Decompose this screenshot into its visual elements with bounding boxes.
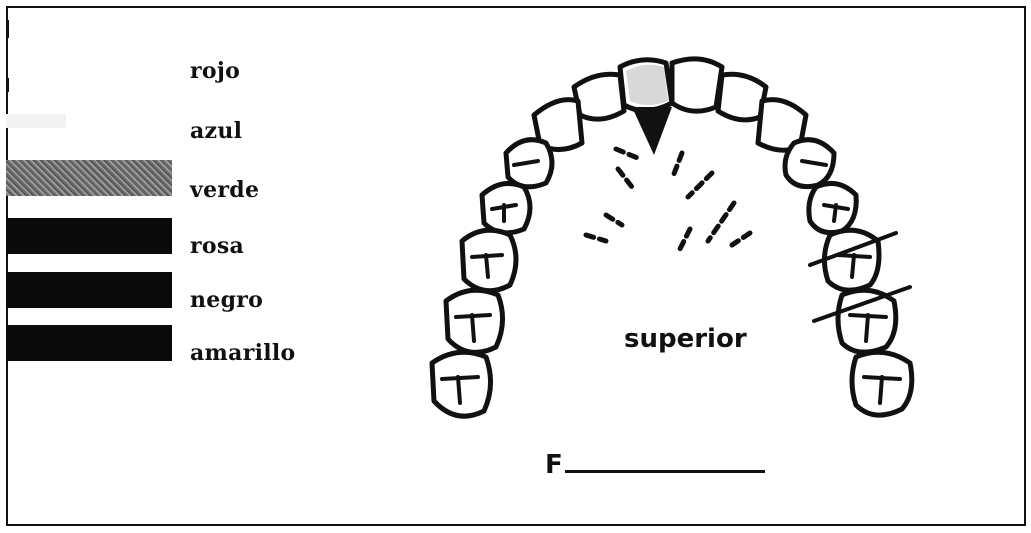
legend-swatch-amarillo [6,325,172,361]
legend-swatch-verde [6,160,172,196]
palatal-ruga [680,229,690,249]
signature-prefix: F [545,450,563,480]
palatal-ruga [616,149,640,159]
legend-label-rosa: rosa [190,233,244,259]
palatal-ruga [708,203,734,241]
palatal-ruga [672,153,682,179]
arch-title: superior [624,324,747,354]
legend-label-verde: verde [190,177,259,203]
legend-label-rojo: rojo [190,58,240,84]
frame-mark [6,78,9,92]
legend-swatch-negro [6,272,172,308]
frame-mark [6,20,9,38]
tooth-central-incisor-right [672,59,722,111]
legend-label-azul: azul [190,118,242,144]
palatal-ruga [618,169,632,187]
tooth-shaded-mark [626,65,668,105]
tooth-molar-3-left [432,352,491,416]
upper-dental-arch-diagram [410,45,950,445]
signature-line [565,470,765,473]
palate-wedge [632,107,672,155]
palatal-ruga [586,235,606,241]
legend-swatch-azul [6,114,66,128]
palatal-ruga [732,233,750,245]
palatal-ruga [606,215,622,225]
legend-label-negro: negro [190,287,263,313]
legend-swatch-rosa [6,218,172,254]
palatal-ruga [688,173,712,197]
legend-label-amarillo: amarillo [190,340,296,366]
tooth-molar-1-left [462,230,516,291]
